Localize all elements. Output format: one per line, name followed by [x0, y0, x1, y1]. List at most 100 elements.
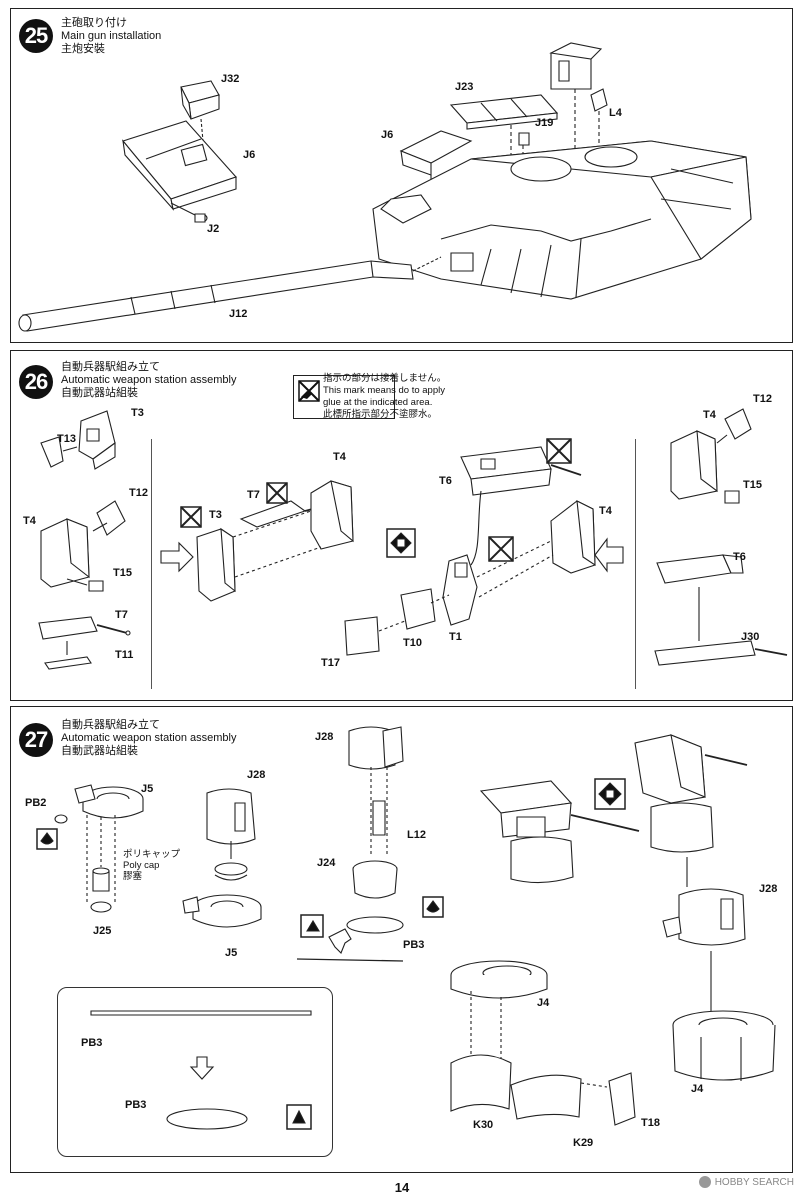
part-label: T18: [641, 1117, 660, 1129]
step-title-ja: 自動兵器駅組み立て: [61, 719, 160, 731]
part-label: J25: [93, 925, 112, 937]
step-number-badge: 26: [19, 365, 53, 399]
part-label: J5: [141, 783, 154, 795]
step-number-badge: 25: [19, 19, 53, 53]
step-title-zh: 自動武器站組裝: [61, 387, 138, 399]
flip-view-icon: [595, 779, 625, 809]
flip-view-icon: [387, 529, 415, 557]
step-title: 自動兵器駅組み立て Automatic weapon station assem…: [61, 719, 236, 758]
part-label: L4: [609, 107, 622, 119]
part-label: T12: [129, 487, 148, 499]
part-t4-t12-drawing: [41, 501, 125, 591]
poly-cap-note: ポリキャップ Poly cap 膠塞: [123, 849, 180, 882]
watermark: HOBBY SEARCH: [698, 1176, 794, 1188]
poly-cap-zh: 膠塞: [123, 871, 143, 882]
part-j5-drawing: [75, 785, 143, 818]
glue-note-ja: 指示の部分は接着しません。: [323, 373, 447, 384]
right-exploded-drawing: [345, 447, 623, 655]
part-label: PB2: [25, 797, 47, 809]
part-pb3-ring-drawing: [167, 1109, 247, 1129]
turret-drawing: [373, 141, 751, 299]
part-label: K30: [473, 1119, 494, 1131]
glue-icon: [423, 897, 443, 917]
part-j6-left-drawing: [123, 121, 236, 209]
part-j2-drawing: [195, 214, 207, 222]
part-label: T7: [115, 609, 128, 621]
part-label: J28: [759, 883, 778, 895]
no-glue-icon: [181, 507, 201, 527]
part-label: J28: [247, 769, 266, 781]
step-title: 主砲取り付け Main gun installation 主炮安裝: [61, 17, 161, 56]
detail-callout: [57, 987, 333, 1157]
step-25-panel: 25 主砲取り付け Main gun installation 主炮安裝: [10, 8, 793, 343]
poly-cap-ja: ポリキャップ: [123, 849, 181, 860]
step-title-en: Automatic weapon station assembly: [61, 374, 237, 386]
no-glue-icon: [298, 380, 320, 402]
part-pb2-drawing: [55, 815, 67, 823]
glue-icon: [37, 829, 57, 849]
watermark-text: HOBBY SEARCH: [714, 1176, 794, 1188]
part-label: T10: [403, 637, 422, 649]
step-26-panel: 26 自動兵器駅組み立て Automatic weapon station as…: [10, 350, 793, 701]
part-pb3-strip-drawing: [91, 1011, 311, 1015]
part-label: J4: [691, 1083, 704, 1095]
no-glue-icon: [489, 537, 513, 561]
part-j25-drawing: [91, 902, 111, 912]
watermark-logo-icon: [698, 1176, 711, 1188]
divider: [635, 439, 636, 689]
part-label: L12: [407, 829, 426, 841]
part-j6-right-drawing: [401, 131, 471, 175]
step-27-panel: 27 自動兵器駅組み立て Automatic weapon station as…: [10, 706, 793, 1173]
part-label: J24: [317, 857, 336, 869]
glue-note-zh: 此標所指示部分不塗膠水。: [323, 409, 438, 420]
far-right-parts-drawing: [655, 409, 787, 665]
step-title-en: Automatic weapon station assembly: [61, 732, 237, 744]
part-label: T4: [703, 409, 716, 421]
part-label: J6: [381, 129, 394, 141]
part-j32-drawing: [181, 81, 219, 119]
no-glue-icon: [301, 915, 323, 937]
poly-cap-en: Poly cap: [123, 860, 160, 871]
part-label: T6: [733, 551, 746, 563]
weapon-station-drawing: [551, 43, 601, 89]
part-label: T1: [449, 631, 462, 643]
part-j12-gun-barrel-drawing: [19, 261, 413, 331]
part-label: T4: [23, 515, 36, 527]
step-title: 自動兵器駅組み立て Automatic weapon station assem…: [61, 361, 236, 400]
part-label: T4: [599, 505, 612, 517]
step-title-zh: 主炮安裝: [61, 43, 105, 55]
part-label: T13: [57, 433, 76, 445]
weapon-station-final-assembly-drawing: [11, 707, 792, 1172]
assembled-weapon-station-drawing: [481, 735, 775, 1081]
part-label: T7: [247, 489, 260, 501]
part-label: PB3: [81, 1037, 103, 1049]
part-j23-drawing: [451, 95, 557, 129]
part-label: PB3: [125, 1099, 147, 1111]
part-t3-t13-drawing: [41, 411, 115, 469]
part-label: J4: [537, 997, 550, 1009]
part-j28-l12-j24-drawing: [329, 727, 403, 953]
part-label: T15: [113, 567, 132, 579]
weapon-station-assembly-drawing: [11, 351, 792, 700]
part-label: J28: [315, 731, 334, 743]
main-gun-installation-drawing: [11, 9, 792, 342]
part-label: T15: [743, 479, 762, 491]
part-label: J32: [221, 73, 240, 85]
part-t7-drawing: [39, 617, 130, 669]
part-label: T4: [333, 451, 346, 463]
part-label: T17: [321, 657, 340, 669]
page-number: 14: [394, 1180, 410, 1195]
part-j28-j5-drawing: [183, 789, 261, 927]
part-label: T6: [439, 475, 452, 487]
no-glue-icon: [547, 439, 571, 463]
step-number-badge: 27: [19, 723, 53, 757]
no-glue-icon: [267, 483, 287, 503]
middle-exploded-drawing: [161, 481, 353, 601]
part-label: T3: [209, 509, 222, 521]
part-label: J12: [229, 308, 248, 320]
glue-note-box: [293, 375, 395, 419]
part-l4-drawing: [591, 89, 607, 111]
divider: [151, 439, 152, 689]
part-label: J5: [225, 947, 238, 959]
step-title-ja: 自動兵器駅組み立て: [61, 361, 160, 373]
